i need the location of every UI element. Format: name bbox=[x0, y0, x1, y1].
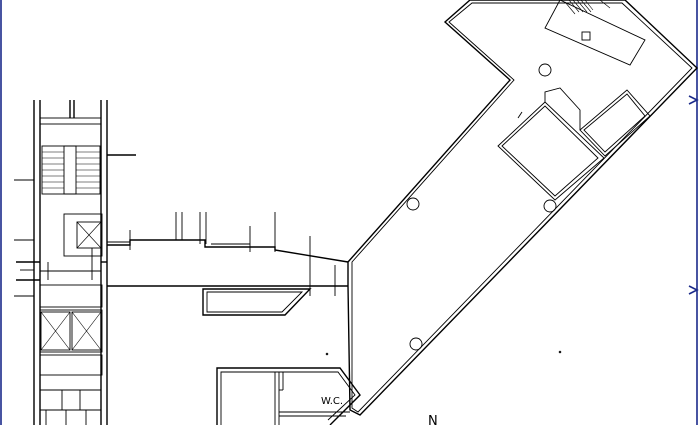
wc-label: W.C. bbox=[321, 396, 343, 407]
column-circle bbox=[406, 197, 420, 211]
column-circle bbox=[543, 199, 557, 213]
north-indicator-label: N bbox=[428, 414, 438, 425]
lower-wing bbox=[216, 367, 361, 425]
column-circle bbox=[409, 337, 423, 351]
elevator-shaft-upper bbox=[63, 213, 103, 257]
connecting-corridor bbox=[16, 212, 349, 316]
upper-service-room bbox=[544, 0, 646, 66]
elevator-shafts-lower bbox=[39, 284, 103, 353]
staircase bbox=[41, 145, 101, 195]
column-circle bbox=[538, 63, 552, 77]
diagonal-wing bbox=[347, 0, 698, 416]
lower-compartments bbox=[40, 389, 101, 425]
inner-rooms bbox=[497, 87, 651, 201]
